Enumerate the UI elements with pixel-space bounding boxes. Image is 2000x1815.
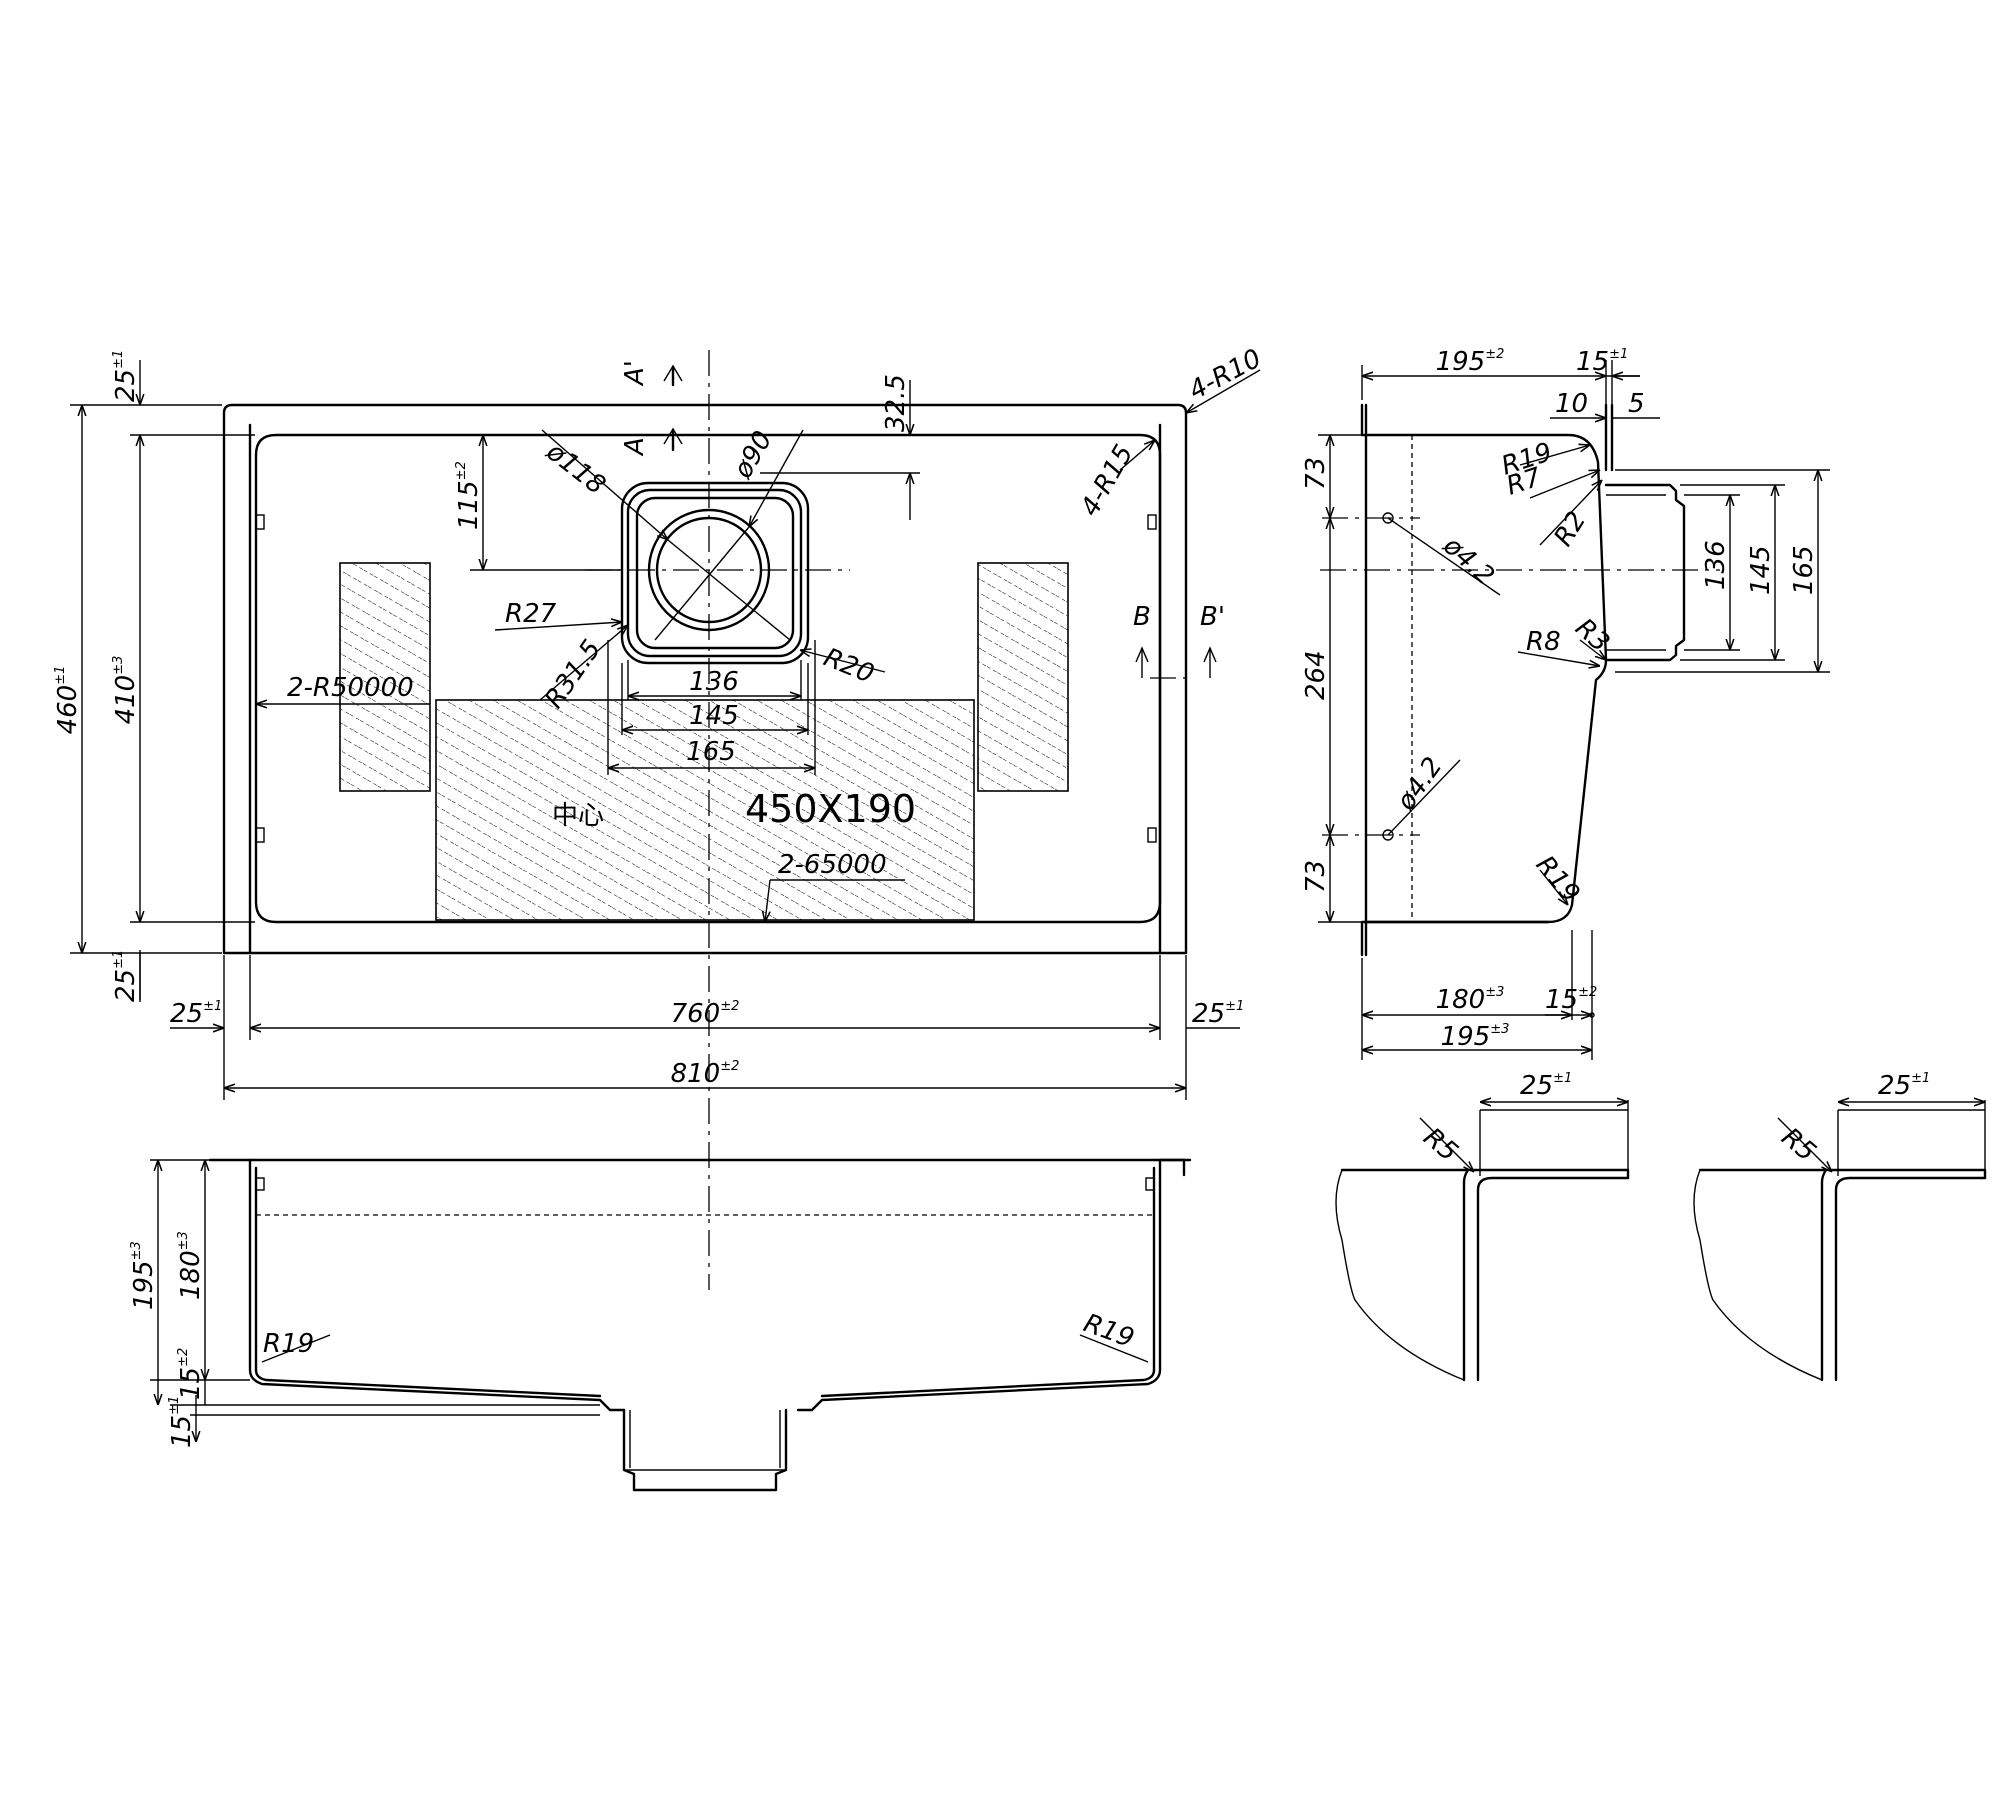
sec-depth-180: 180 bbox=[176, 1250, 206, 1300]
svg-text:460±1: 460±1 bbox=[53, 666, 83, 735]
svg-text:180±3: 180±3 bbox=[176, 1231, 206, 1300]
svg-text:115±2: 115±2 bbox=[454, 461, 484, 530]
detail-left-radius: R5 bbox=[1418, 1122, 1464, 1167]
dim-flange-right: 25 bbox=[1192, 999, 1225, 1029]
center-label: 中心 bbox=[552, 801, 604, 831]
dim-flange-bottom: 25 bbox=[111, 969, 141, 1002]
dim-810: 810 bbox=[671, 1059, 721, 1089]
radius-r20: R20 bbox=[819, 643, 878, 690]
section-a-prime: A' bbox=[620, 360, 650, 387]
side-dim-73-bottom: 73 bbox=[1301, 860, 1331, 893]
pad-center bbox=[435, 699, 975, 921]
outlet-145: 145 bbox=[1746, 545, 1776, 595]
side-hole-top: ø4.2 bbox=[1437, 530, 1500, 591]
side-flange-15: 15 bbox=[1576, 347, 1609, 377]
outlet-165: 165 bbox=[1789, 545, 1819, 595]
svg-text:25±1: 25±1 bbox=[170, 999, 222, 1029]
detail-left-flange: 25 bbox=[1520, 1071, 1553, 1101]
dim-760-tol: ±2 bbox=[720, 999, 739, 1014]
svg-text:25±1: 25±1 bbox=[1520, 1071, 1572, 1101]
bowl-dim-165: 165 bbox=[686, 737, 736, 767]
outlet-136: 136 bbox=[1701, 540, 1731, 590]
section-a: A bbox=[620, 437, 650, 457]
svg-text:25±1: 25±1 bbox=[111, 950, 141, 1002]
side-depth-195: 195 bbox=[1436, 347, 1486, 377]
svg-text:195±2: 195±2 bbox=[1436, 347, 1505, 377]
svg-text:810±2: 810±2 bbox=[671, 1059, 740, 1089]
svg-text:15±2: 15±2 bbox=[1545, 985, 1597, 1015]
drain-outer-dia: ø118 bbox=[540, 436, 611, 501]
dim-flange-top: 25 bbox=[111, 369, 141, 402]
section-b: B bbox=[1133, 602, 1151, 632]
corner-inner-label: 4-R15 bbox=[1075, 440, 1140, 522]
svg-text:25±1: 25±1 bbox=[1192, 999, 1244, 1029]
svg-text:15±2: 15±2 bbox=[176, 1348, 206, 1400]
side-depth-195-bottom: 195 bbox=[1441, 1022, 1491, 1052]
svg-text:15±1: 15±1 bbox=[167, 1396, 197, 1448]
front-view: 810±2 760±2 25±1 25±1 460±1 410±3 25±1 2… bbox=[53, 344, 1266, 1290]
side-r3: R3 bbox=[1569, 613, 1615, 658]
dim-flange-left: 25 bbox=[170, 999, 203, 1029]
side-r2: R2 bbox=[1548, 506, 1592, 551]
pad-callout-label: 2-65000 bbox=[778, 850, 887, 880]
pad-size-label: 450X190 bbox=[745, 787, 916, 831]
sec-r19-left: R19 bbox=[263, 1329, 314, 1359]
sec-depth-195: 195 bbox=[129, 1260, 159, 1310]
pad-left bbox=[339, 562, 431, 792]
side-dim-5: 5 bbox=[1628, 389, 1645, 419]
svg-text:195±3: 195±3 bbox=[1441, 1022, 1510, 1052]
svg-text:25±1: 25±1 bbox=[1878, 1071, 1930, 1101]
svg-text:410±3: 410±3 bbox=[111, 656, 141, 725]
radius-r27: R27 bbox=[505, 599, 557, 629]
bowl-dim-136: 136 bbox=[689, 667, 739, 697]
svg-text:180±3: 180±3 bbox=[1436, 985, 1505, 1015]
dim-115: 115 bbox=[454, 480, 484, 530]
dim-410: 410 bbox=[111, 675, 141, 725]
sec-slope-15: 15 bbox=[176, 1367, 206, 1400]
svg-text:195±3: 195±3 bbox=[129, 1241, 159, 1310]
side-drop-15: 15 bbox=[1545, 985, 1578, 1015]
svg-text:15±1: 15±1 bbox=[1576, 347, 1628, 377]
dim-460: 460 bbox=[53, 685, 83, 735]
svg-text:760±2: 760±2 bbox=[671, 999, 740, 1029]
detail-right-flange: 25 bbox=[1878, 1071, 1911, 1101]
side-dim-264: 264 bbox=[1301, 650, 1331, 700]
detail-right: R5 25±1 bbox=[1693, 1071, 1987, 1382]
side-depth-180: 180 bbox=[1436, 985, 1486, 1015]
side-hole-bottom: ø4.2 bbox=[1391, 752, 1449, 817]
bowl-dim-145: 145 bbox=[689, 701, 739, 731]
sec-r19-right: R19 bbox=[1080, 1308, 1138, 1354]
side-dim-10: 10 bbox=[1555, 389, 1588, 419]
dim-810-tol: ±2 bbox=[720, 1059, 739, 1074]
corner-outer-label: 4-R10 bbox=[1184, 344, 1266, 407]
side-view: 195±2 15±1 10 5 73 264 73 R19 R7 R2 ø4.2… bbox=[1301, 347, 1830, 1060]
svg-text:25±1: 25±1 bbox=[111, 350, 141, 402]
detail-left: R5 25±1 bbox=[1335, 1071, 1630, 1382]
bottom-radius-label: 2-R50000 bbox=[287, 673, 414, 703]
sec-lip-15: 15 bbox=[167, 1415, 197, 1448]
section-view: 195±3 180±3 15±2 15±1 R19 R19 bbox=[129, 1158, 1192, 1492]
pad-right bbox=[977, 562, 1069, 792]
side-dim-73-top: 73 bbox=[1301, 457, 1331, 490]
section-b-prime: B' bbox=[1200, 602, 1225, 632]
side-r8: R8 bbox=[1526, 627, 1561, 657]
dim-760: 760 bbox=[671, 999, 721, 1029]
detail-right-radius: R5 bbox=[1776, 1122, 1822, 1167]
dim-32-5: 32.5 bbox=[881, 374, 911, 432]
